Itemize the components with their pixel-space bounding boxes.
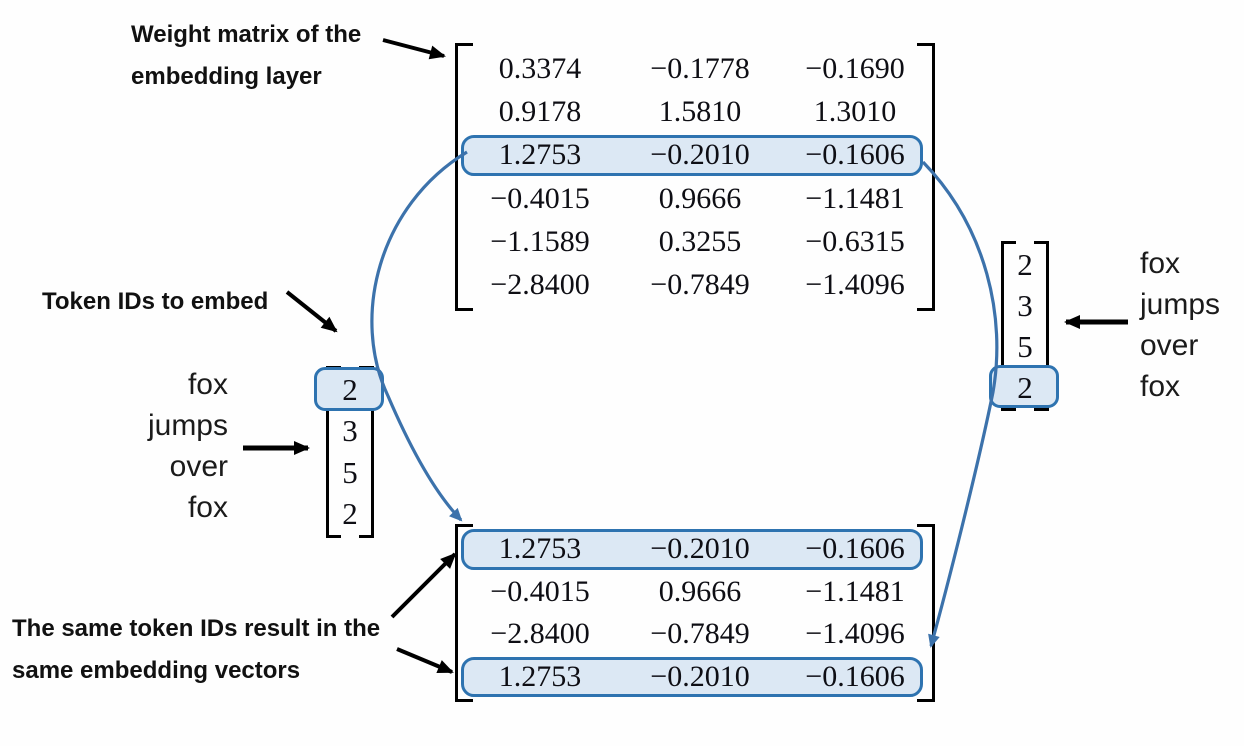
matrix-cell: −0.7849 — [650, 617, 750, 651]
weight-matrix-label: Weight matrix of the embedding layer — [131, 14, 361, 98]
matrix-cell: −0.2010 — [650, 138, 750, 172]
token-id-row: 2 — [1013, 244, 1037, 285]
word-fox: fox — [187, 491, 228, 524]
token-id: 2 — [342, 371, 358, 407]
weight-matrix-label-line2: embedding layer — [131, 63, 322, 90]
token-id: 3 — [1017, 287, 1033, 323]
matrix-cell: −0.1606 — [805, 532, 905, 566]
matrix-cell: 1.5810 — [658, 94, 742, 128]
matrix-cell: −0.1606 — [805, 659, 905, 693]
token-id-highlighted: 2 — [989, 365, 1059, 408]
matrix-cell: −0.7849 — [650, 268, 750, 302]
same-ids-label-line2: same embedding vectors — [12, 657, 301, 684]
token-id: 2 — [1017, 369, 1033, 405]
matrix-cell: 0.9666 — [658, 574, 742, 608]
weight-matrix: 0.3374 −0.1778 −0.1690 0.9178 1.5810 1.3… — [455, 43, 935, 311]
token-id: 5 — [342, 454, 358, 490]
token-id-vector-left: 2 3 5 2 — [314, 366, 384, 538]
token-id: 2 — [1017, 246, 1033, 282]
word-fox: fox — [1140, 247, 1181, 280]
token-ids-label-text: Token IDs to embed — [42, 288, 269, 315]
curve-arrow-left — [370, 150, 468, 522]
token-id-highlighted: 2 — [314, 367, 384, 411]
matrix-cell: −0.1606 — [805, 138, 905, 172]
same-ids-label-line1: The same token IDs result in the — [12, 615, 381, 642]
matrix-cell: 0.9666 — [658, 181, 742, 215]
output-matrix-row: −0.4015 0.9666 −1.1481 — [465, 571, 925, 614]
matrix-cell: −1.1481 — [805, 574, 905, 608]
matrix-cell: −0.4015 — [490, 181, 590, 215]
word-fox: fox — [187, 368, 228, 401]
output-matrix-row: −2.8400 −0.7849 −1.4096 — [465, 613, 925, 656]
vector-left-bracket — [1001, 241, 1016, 411]
weight-matrix-row: −1.1589 0.3255 −0.6315 — [465, 220, 925, 263]
output-matrix-row-highlighted: 1.2753 −0.2010 −0.1606 — [461, 528, 925, 571]
token-id: 2 — [342, 496, 358, 532]
weight-matrix-label-line1: Weight matrix of the — [131, 21, 362, 48]
matrix-cell: −1.1481 — [805, 181, 905, 215]
arrow-weight-matrix-label — [382, 38, 446, 60]
matrix-cell: −2.8400 — [490, 268, 590, 302]
input-words-right: fox jumps over fox — [1140, 243, 1244, 407]
token-id-vector-right: 2 3 5 2 — [989, 241, 1059, 411]
word-jumps: jumps — [147, 409, 228, 442]
output-matrix-left-bracket — [455, 524, 473, 702]
output-matrix-row-highlighted: 1.2753 −0.2010 −0.1606 — [461, 656, 925, 699]
matrix-cell: −1.1589 — [490, 224, 590, 258]
matrix-cell: 0.3374 — [498, 51, 582, 85]
weight-matrix-row: −2.8400 −0.7849 −1.4096 — [465, 264, 925, 307]
token-ids-label: Token IDs to embed — [42, 281, 268, 323]
arrow-same-ids-top — [390, 552, 457, 619]
word-jumps: jumps — [1140, 288, 1221, 321]
word-fox: fox — [1140, 370, 1181, 403]
matrix-cell: −1.4096 — [805, 617, 905, 651]
token-id: 3 — [342, 413, 358, 449]
token-id-row: 2 — [338, 494, 362, 536]
token-id: 5 — [1017, 328, 1033, 364]
input-words-left: fox jumps over fox — [60, 364, 228, 528]
word-over: over — [1140, 329, 1199, 362]
matrix-cell: −0.2010 — [650, 532, 750, 566]
matrix-cell: 1.2753 — [498, 532, 582, 566]
matrix-cell: −0.6315 — [805, 224, 905, 258]
token-id-row: 5 — [1013, 326, 1037, 367]
token-id-row: 5 — [338, 452, 362, 494]
vector-right-bracket — [1034, 241, 1049, 411]
matrix-cell: −0.2010 — [650, 659, 750, 693]
matrix-cell: 0.9178 — [498, 94, 582, 128]
matrix-cell: −2.8400 — [490, 617, 590, 651]
word-over: over — [169, 450, 228, 483]
arrow-token-ids-label — [285, 290, 338, 333]
arrow-same-ids-bottom — [396, 647, 454, 674]
weight-matrix-row: 0.9178 1.5810 1.3010 — [465, 90, 925, 133]
matrix-cell: −0.4015 — [490, 574, 590, 608]
matrix-cell: 0.3255 — [658, 224, 742, 258]
output-matrix: 1.2753 −0.2010 −0.1606 −0.4015 0.9666 −1… — [455, 524, 935, 702]
token-id-row: 3 — [1013, 285, 1037, 326]
matrix-cell: 1.2753 — [498, 659, 582, 693]
weight-matrix-row: −0.4015 0.9666 −1.1481 — [465, 177, 925, 220]
matrix-cell: −0.1778 — [650, 51, 750, 85]
same-ids-label: The same token IDs result in the same em… — [12, 608, 380, 692]
weight-matrix-row: 0.3374 −0.1778 −0.1690 — [465, 47, 925, 90]
token-id-row: 3 — [338, 411, 362, 453]
matrix-cell: 1.2753 — [498, 138, 582, 172]
matrix-cell: −0.1690 — [805, 51, 905, 85]
matrix-cell: −1.4096 — [805, 268, 905, 302]
matrix-cell: 1.3010 — [813, 94, 897, 128]
weight-matrix-row-highlighted: 1.2753 −0.2010 −0.1606 — [461, 134, 925, 177]
